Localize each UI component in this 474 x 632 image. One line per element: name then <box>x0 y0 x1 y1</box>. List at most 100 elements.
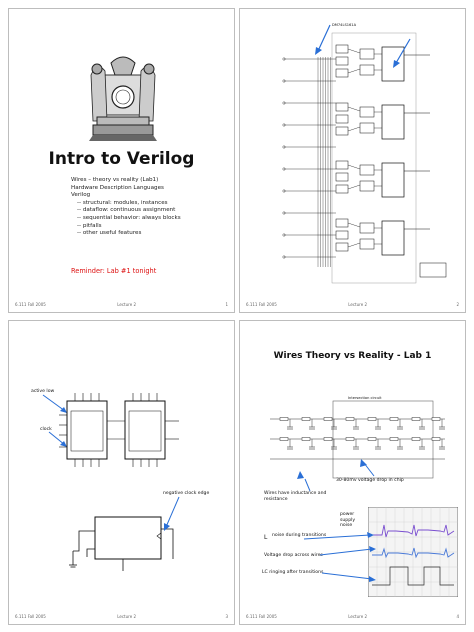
flipflop-block-diagram <box>42 393 180 571</box>
power-supply-noise-label: power supply noise <box>340 512 356 529</box>
gate <box>359 180 375 192</box>
gate <box>335 68 349 78</box>
bullet-item: Hardware Description Languages <box>71 184 164 191</box>
resistor <box>367 417 377 421</box>
resistor <box>323 437 333 441</box>
resistor <box>411 437 421 441</box>
footer-lecture: Lecture 2 <box>348 614 367 619</box>
annotation-arrow-right <box>393 38 411 68</box>
input-pin <box>282 123 286 127</box>
gate <box>335 114 349 124</box>
footer-page-number: 1 <box>225 302 228 307</box>
resistor <box>345 437 355 441</box>
slide-1-title: Intro to Verilog <box>48 149 195 169</box>
chip-voltage-drop-label: 30-80mv voltage drop in chip <box>336 478 404 483</box>
wires-inductance-label: Wires have inductance and resistance <box>264 491 327 502</box>
slide-footer: 6.111 Fall 2005 Lecture 2 1 <box>15 302 228 308</box>
footer-page-number: 3 <box>225 614 228 619</box>
gate <box>359 222 375 234</box>
footer-lecture: Lecture 2 <box>117 614 136 619</box>
flip-flop <box>381 46 405 82</box>
gate <box>335 102 349 112</box>
gate <box>359 64 375 76</box>
resistor <box>301 437 311 441</box>
gate <box>335 126 349 136</box>
clock-label: clock <box>40 427 52 432</box>
input-pin <box>282 167 286 171</box>
gate <box>335 184 349 194</box>
slide-2: DM74LS161A 6.111 Fall 2005 Lecture 2 2 <box>239 8 466 313</box>
mit-seal-logo <box>89 56 157 141</box>
input-pin <box>282 233 286 237</box>
sub-bullet-item: -- pitfalls <box>77 222 102 229</box>
gate <box>359 106 375 118</box>
footer-lecture: Lecture 2 <box>348 302 367 307</box>
gate <box>335 218 349 228</box>
flip-flop <box>381 220 405 256</box>
resistor <box>431 417 441 421</box>
slide-footer: 6.111 Fall 2005 Lecture 2 4 <box>246 614 459 620</box>
footer-course: 6.111 Fall 2005 <box>15 614 46 619</box>
ldi-dt-formula: L <box>264 534 268 541</box>
input-pin <box>282 145 286 149</box>
flip-flop <box>381 162 405 198</box>
active-low-label: active low <box>31 389 55 394</box>
resistor <box>411 417 421 421</box>
sub-bullet-item: -- sequential behavior: always blocks <box>77 214 181 221</box>
sub-bullet-item: -- other useful features <box>77 230 142 237</box>
input-pin <box>282 57 286 61</box>
input-pin <box>282 189 286 193</box>
input-pin <box>282 101 286 105</box>
wire <box>347 126 361 132</box>
slide-1: Intro to Verilog Wires – theory vs reali… <box>8 8 235 313</box>
slide-1-bullet-list: Wires – theory vs reality (Lab1) Hardwar… <box>71 177 181 238</box>
input-pin <box>282 255 286 259</box>
legend-box <box>419 262 447 278</box>
footer-course: 6.111 Fall 2005 <box>246 614 277 619</box>
gate <box>359 48 375 60</box>
input-pin <box>282 79 286 83</box>
sub-bullet-item: -- dataflow: continuous assignment <box>77 207 176 214</box>
gate <box>335 230 349 240</box>
footer-page-number: 2 <box>456 302 459 307</box>
schematic-part-label: DM74LS161A <box>332 23 357 27</box>
footer-course: 6.111 Fall 2005 <box>15 302 46 307</box>
input-pin <box>282 211 286 215</box>
wire <box>347 242 361 248</box>
oscilloscope-trace <box>368 507 458 597</box>
resistor <box>389 437 399 441</box>
gate <box>335 242 349 252</box>
counter-schematic-diagram <box>282 32 447 284</box>
annotation-arrows-scope <box>303 532 376 582</box>
sub-bullet-item: -- structural: modules, instances <box>77 199 168 206</box>
wire <box>347 184 361 190</box>
gate <box>359 164 375 176</box>
resistor <box>279 417 289 421</box>
gate <box>359 238 375 250</box>
gate <box>335 56 349 66</box>
slide-footer: 6.111 Fall 2005 Lecture 2 2 <box>246 302 459 308</box>
wire <box>347 222 361 228</box>
slide-4: Wires Theory vs Reality - Lab 1 Intersec… <box>239 320 466 625</box>
resistor <box>301 417 311 421</box>
resistor <box>431 437 441 441</box>
slide-4-title: Wires Theory vs Reality - Lab 1 <box>273 351 432 361</box>
wire-rlc-circuit-diagram <box>270 400 445 492</box>
footer-lecture: Lecture 2 <box>117 302 136 307</box>
resistor <box>345 417 355 421</box>
voltage-drop-wires-label: Voltage drop across wires <box>264 553 323 558</box>
resistor <box>323 417 333 421</box>
slide-3: active low clock negative clock edge <box>8 320 235 625</box>
annotation-arrow-left <box>315 24 331 55</box>
resistor <box>279 437 289 441</box>
wire <box>347 48 361 54</box>
intersection-circuit-label: Intersection circuit <box>348 396 382 400</box>
schematic-frame <box>331 32 417 284</box>
wire <box>347 106 361 112</box>
wire <box>347 164 361 170</box>
gate <box>359 122 375 134</box>
gate <box>335 172 349 182</box>
bullet-item: Verilog <box>71 192 91 199</box>
negative-clock-edge-label: negative clock edge <box>163 491 210 496</box>
lab-reminder: Reminder: Lab #1 tonight <box>71 267 157 275</box>
